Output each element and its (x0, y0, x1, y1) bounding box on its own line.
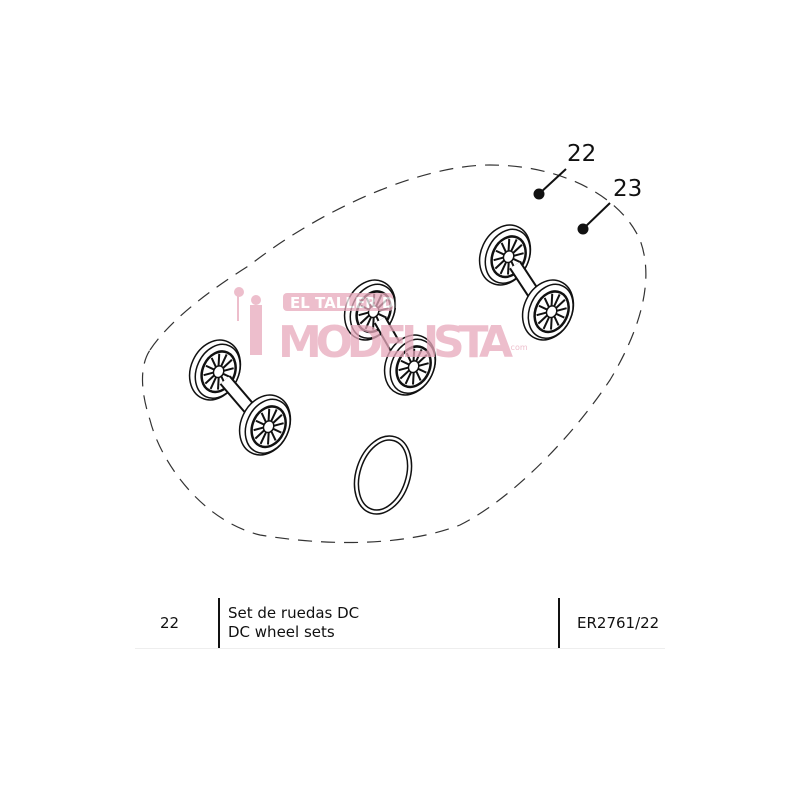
part-reference: ER2761/22 (577, 614, 660, 632)
table-rule (135, 648, 665, 649)
svg-text:MODELISTA: MODELISTA (278, 317, 513, 368)
description-spanish: Set de ruedas DC (228, 604, 360, 622)
callout-leaders (533, 168, 611, 235)
wheel (521, 279, 575, 341)
svg-text:.com: .com (508, 343, 528, 352)
callout-23: 23 (613, 176, 643, 202)
description-english: DC wheel sets (228, 623, 335, 641)
svg-text:EL TALLER DEL: EL TALLER DEL (290, 294, 415, 312)
watermark-logo: EL TALLER DEL MODELISTA .com (234, 287, 528, 368)
column-divider (558, 598, 560, 648)
wheel (383, 334, 437, 396)
wheel (238, 394, 292, 456)
column-divider (218, 598, 220, 648)
wheel-set (343, 279, 437, 396)
callout-22: 22 (567, 141, 597, 167)
group-outline (141, 164, 647, 544)
wheel-set (188, 339, 292, 456)
wheel-set (478, 224, 575, 341)
part-number: 22 (160, 614, 180, 632)
traction-ring (353, 435, 413, 515)
